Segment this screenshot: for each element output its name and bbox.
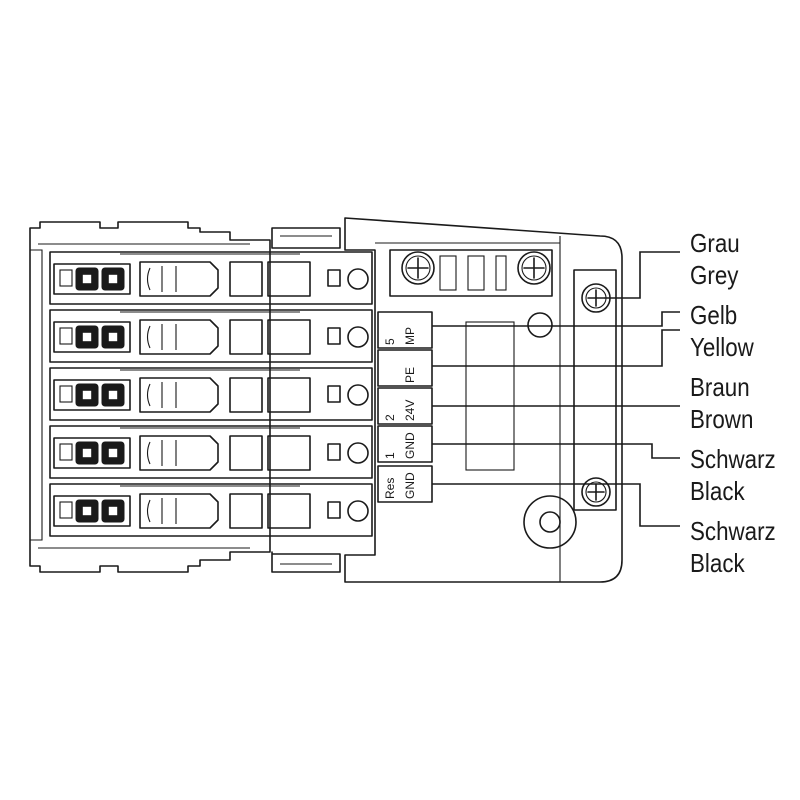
- wire-label-grey-en: Grey: [690, 260, 739, 290]
- connector-housing: [29, 221, 271, 573]
- terminal-marking: Res GND: [377, 465, 433, 503]
- latch-bottom: [271, 551, 341, 573]
- wire-label-brown-de: Braun: [690, 372, 750, 402]
- terminal-row: [49, 483, 373, 537]
- wire-label-black-en: Black: [690, 476, 745, 506]
- terminal-row: [49, 251, 373, 305]
- inner-block: [465, 321, 515, 471]
- terminal-marking: 5 MP: [377, 311, 433, 349]
- terminal-row: [49, 367, 373, 421]
- screws: [401, 251, 611, 507]
- wire-label-yellow-de: Gelb: [690, 300, 738, 330]
- terminal-signal: 24V: [403, 400, 417, 421]
- wire-label-black-de: Schwarz: [690, 444, 776, 474]
- latch-top: [271, 227, 341, 249]
- wire-label-black-2-en: Black: [690, 548, 745, 578]
- terminal-number: 1: [383, 452, 397, 459]
- terminal-number: 2: [383, 414, 397, 421]
- terminal-signal: PE: [403, 367, 417, 383]
- screw-icon: [401, 251, 435, 285]
- wire-label-yellow-en: Yellow: [690, 332, 754, 362]
- mounting-hole-large: [523, 495, 577, 549]
- screw-icon: [517, 251, 551, 285]
- terminal-row: [49, 425, 373, 479]
- wire-label-grey-de: Grau: [690, 228, 740, 258]
- terminal-marking: 1 GND: [377, 425, 433, 463]
- terminal-number: 5: [383, 338, 397, 345]
- screw-icon: [581, 477, 611, 507]
- leader-lines: [432, 251, 680, 527]
- terminal-signal: GND: [403, 472, 417, 499]
- screw-track: [573, 269, 617, 511]
- mounting-hole: [527, 312, 553, 338]
- screw-bracket: [389, 249, 553, 297]
- wire-label-brown-en: Brown: [690, 404, 754, 434]
- mounting-hole-inner: [539, 511, 561, 533]
- terminal-number: Res: [383, 478, 397, 499]
- terminal-row: [49, 309, 373, 363]
- terminal-signal: GND: [403, 432, 417, 459]
- terminal-marking: PE: [377, 349, 433, 387]
- wire-label-black-2-de: Schwarz: [690, 516, 776, 546]
- terminal-marking: 2 24V: [377, 387, 433, 425]
- terminal-signal: MP: [403, 327, 417, 345]
